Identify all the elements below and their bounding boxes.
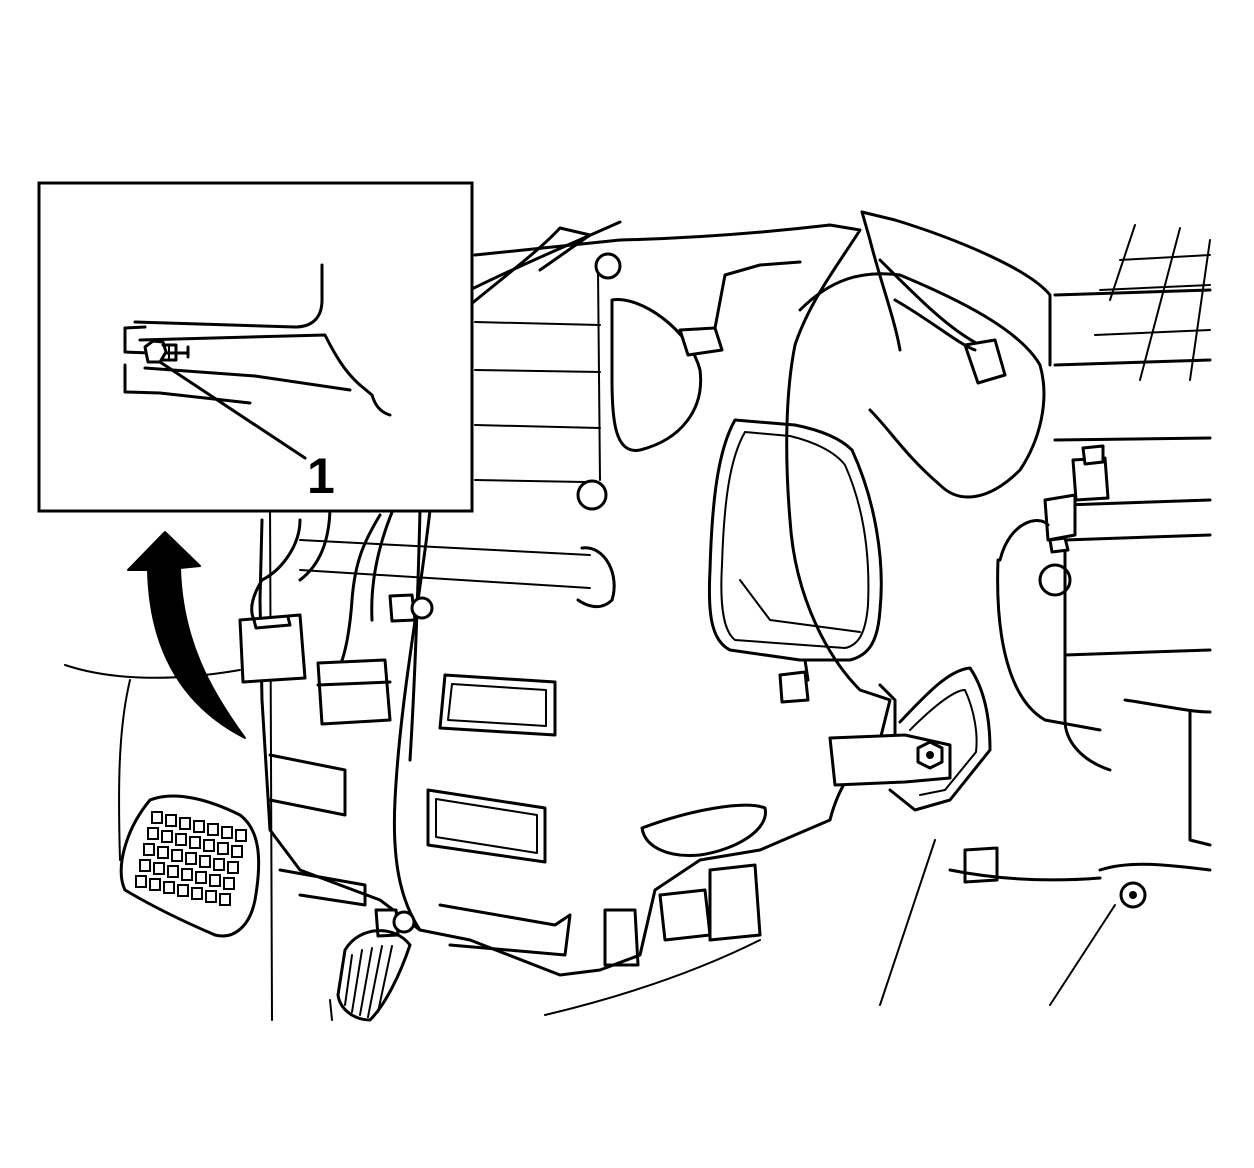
pedal-tread-pad <box>177 884 189 897</box>
hvac-module-housing <box>258 220 999 977</box>
blower-assembly <box>798 210 1212 909</box>
pedal-tread-pad <box>221 826 233 839</box>
pedal-tread-pad <box>161 830 173 843</box>
pedal-tread-pad <box>143 843 155 856</box>
pedal-tread-pad <box>199 855 211 868</box>
pedal-tread-pad <box>185 852 197 865</box>
inset-detail: 1 <box>37 181 474 513</box>
pedal-tread-pad <box>135 875 147 888</box>
pedal-tread-pad <box>235 829 247 842</box>
pedal-tread-pad <box>139 859 151 872</box>
pedal-tread-pad <box>231 845 243 858</box>
pedal-icon <box>119 794 261 938</box>
pedal-tread-pad <box>163 881 175 894</box>
accelerator-pedal <box>336 929 412 1022</box>
nut-icon <box>143 339 178 364</box>
pedal-tread-pad <box>219 893 231 906</box>
pedal-tread-pad <box>171 849 183 862</box>
pedal-tread-pad <box>217 842 229 855</box>
pedal-tread-pad <box>175 833 187 846</box>
pedal-tread-pad <box>193 820 205 833</box>
pedal-tread-pad <box>223 877 235 890</box>
pedal-tread-pad <box>189 836 201 849</box>
pedal-tread-pad <box>195 871 207 884</box>
pedal-tread-pad <box>151 811 163 824</box>
pedal-tread-pad <box>179 817 191 830</box>
pedal-tread-pad <box>149 878 161 891</box>
pedal-tread-pad <box>203 839 215 852</box>
pedal-tread-pad <box>227 861 239 874</box>
pedal-tread-pad <box>181 868 193 881</box>
pedal-tread-pad <box>147 827 159 840</box>
pedal-tread-pad <box>209 874 221 887</box>
pedal-tread-pad <box>205 890 217 903</box>
pedal-tread-pad <box>167 865 179 878</box>
pedal-tread-pad <box>165 814 177 827</box>
pedal-tread-pad <box>153 862 165 875</box>
pedal-tread-pad <box>157 846 169 859</box>
callout-number: 1 <box>307 448 335 504</box>
dash-outline <box>64 499 1116 1021</box>
pedal-tread-pad <box>213 858 225 871</box>
pedal-tread-pad <box>191 887 203 900</box>
curved-up-arrow-icon <box>127 531 246 739</box>
wiring-harness <box>238 503 434 938</box>
pedal-tread-pad <box>207 823 219 836</box>
nut-icon <box>916 740 944 770</box>
